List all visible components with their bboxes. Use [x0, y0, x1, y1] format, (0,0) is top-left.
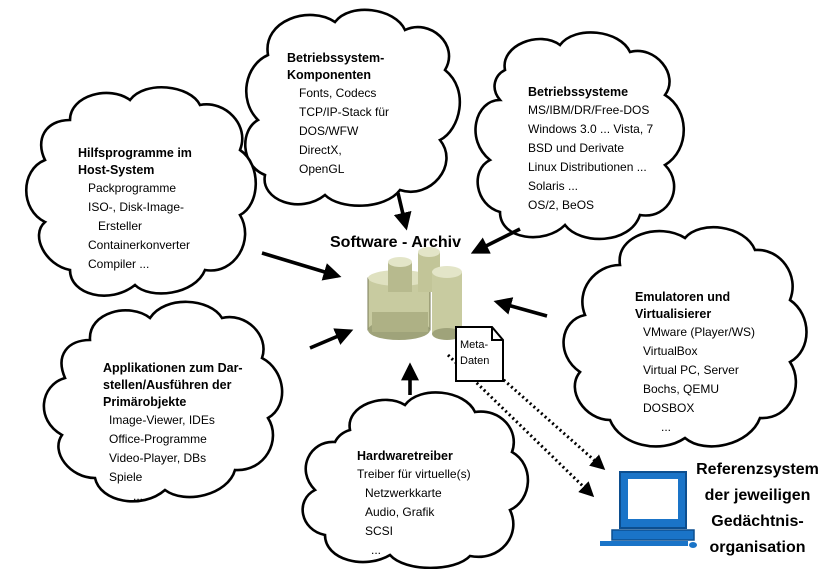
arrow-components	[393, 192, 412, 231]
drivers-box: Hardwaretreiber Treiber für virtuelle(s)…	[357, 448, 471, 560]
list-item: Packprogramme	[88, 181, 177, 195]
list-item: MS/IBM/DR/Free-DOS	[528, 103, 650, 117]
list-item: Office-Programme	[109, 432, 207, 446]
list-item: Ersteller	[98, 219, 143, 233]
list-item: DirectX,	[299, 143, 342, 157]
cloud-components	[244, 8, 462, 207]
list-item: VirtualBox	[643, 344, 698, 358]
reference-line-1: Referenzsystem	[696, 461, 819, 478]
cloud-emulators	[562, 225, 808, 448]
list-item: Compiler ...	[88, 257, 150, 271]
tools-box: Hilfsprogramme im Host-System Packprogra…	[78, 145, 192, 274]
list-item: Virtual PC, Server	[643, 363, 739, 377]
apps-title-2: stellen/Ausführen der	[103, 378, 232, 392]
list-item: ISO-, Disk-Image-	[88, 200, 185, 214]
components-box: Betriebssystem- Komponenten Fonts, Codec…	[287, 50, 389, 179]
list-item: DOS/WFW	[299, 124, 359, 138]
emulators-title-1: Emulatoren und	[635, 290, 731, 304]
dotted-arrow-lower	[446, 353, 595, 498]
list-item: TCP/IP-Stack für	[299, 105, 390, 119]
arrow-emulators	[493, 297, 548, 318]
arrow-os	[470, 227, 521, 254]
list-item: Video-Player, DBs	[109, 451, 207, 465]
metadata-label-2: Daten	[460, 355, 490, 367]
list-item: DOSBOX	[643, 401, 695, 415]
drivers-title: Hardwaretreiber	[357, 449, 453, 463]
list-item: VMware (Player/WS)	[643, 325, 756, 339]
list-item: Treiber für virtuelle(s)	[357, 467, 471, 481]
os-title: Betriebssysteme	[528, 85, 629, 99]
cloud-tools	[24, 86, 258, 297]
cloud-drivers	[301, 391, 530, 569]
cloud-apps	[42, 300, 284, 503]
tools-title-2: Host-System	[78, 163, 155, 177]
metadata-label-1: Meta-	[460, 339, 489, 351]
list-item: BSD und Derivate	[528, 141, 625, 155]
tools-title-1: Hilfsprogramme im	[78, 146, 192, 160]
list-item: Solaris ...	[528, 179, 579, 193]
database-cylinders-icon	[367, 247, 462, 340]
list-item: Netzwerkkarte	[365, 486, 442, 500]
reference-system-label: Referenzsystem der jeweiligen Gedächtnis…	[684, 457, 831, 561]
list-item: SCSI	[365, 524, 394, 538]
list-item: ...	[371, 543, 382, 557]
os-box: Betriebssysteme MS/IBM/DR/Free-DOS Windo…	[528, 84, 653, 215]
list-item: ...	[133, 489, 144, 503]
cloud-os	[474, 31, 686, 241]
list-item: Image-Viewer, IDEs	[109, 413, 215, 427]
list-item: Audio, Grafik	[365, 505, 435, 519]
metadata-label: Meta- Daten	[460, 337, 500, 369]
components-title-1: Betriebssystem-	[287, 51, 385, 65]
arrow-tools	[261, 251, 342, 281]
list-item: OpenGL	[299, 162, 345, 176]
list-item: Fonts, Codecs	[299, 86, 377, 100]
reference-line-2: der jeweiligen	[704, 487, 811, 504]
reference-line-3: Gedächtnis-	[711, 513, 804, 530]
components-title-2: Komponenten	[287, 68, 372, 82]
list-item: Linux Distributionen ...	[528, 160, 647, 174]
apps-title-3: Primärobjekte	[103, 395, 187, 409]
computer-icon	[600, 471, 697, 548]
list-item: ...	[661, 420, 672, 434]
list-item: Spiele	[109, 470, 143, 484]
list-item: OS/2, BeOS	[528, 198, 595, 212]
arrow-apps	[309, 328, 354, 350]
list-item: Bochs, QEMU	[643, 382, 720, 396]
list-item: Containerkonverter	[88, 238, 191, 252]
apps-box: Applikationen zum Dar- stellen/Ausführen…	[103, 360, 243, 506]
apps-title-1: Applikationen zum Dar-	[103, 361, 243, 375]
reference-line-4: organisation	[709, 539, 806, 556]
archive-title: Software - Archiv	[330, 234, 461, 251]
list-item: Windows 3.0 ... Vista, 7	[528, 122, 654, 136]
emulators-title-2: Virtualisierer	[635, 307, 712, 321]
emulators-box: Emulatoren und Virtualisierer VMware (Pl…	[635, 289, 755, 437]
